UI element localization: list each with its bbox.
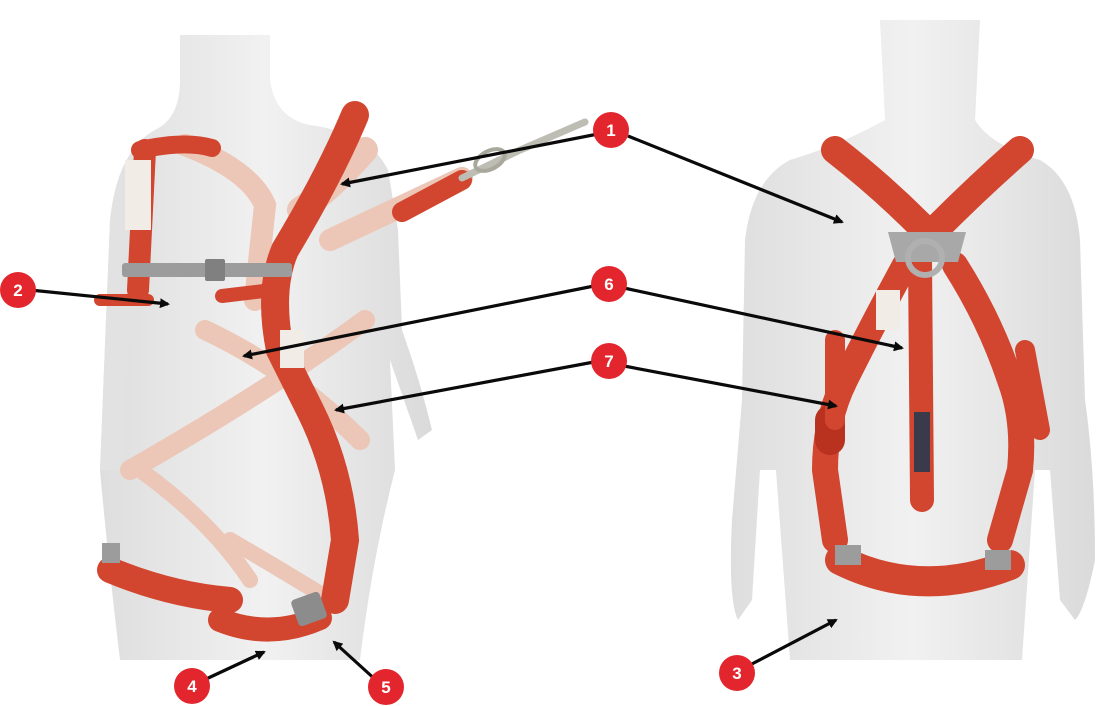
callout-label-3: 3	[732, 664, 741, 683]
back-buckle-left	[835, 545, 861, 565]
front-label	[125, 160, 151, 230]
leg-buckle-left	[102, 543, 120, 563]
callout-label-7: 7	[604, 352, 613, 371]
callout-badge-4: 4	[174, 668, 210, 704]
callout-label-6: 6	[604, 275, 613, 294]
dorsal-plate	[888, 232, 966, 262]
back-buckle-right	[985, 550, 1011, 570]
callout-label-2: 2	[13, 281, 22, 300]
chest-buckle	[205, 259, 225, 281]
callout-label-5: 5	[381, 678, 390, 697]
back-pocket	[914, 412, 930, 472]
callout-badge-3: 3	[719, 655, 755, 691]
callout-badge-2: 2	[0, 272, 36, 308]
callout-badge-1: 1	[593, 112, 629, 148]
back-label	[876, 290, 900, 330]
callout-label-1: 1	[606, 121, 615, 140]
callout-badge-5: 5	[368, 669, 404, 705]
callout-badge-6: 6	[591, 266, 627, 302]
callout-label-4: 4	[187, 677, 197, 696]
callout-badge-7: 7	[591, 343, 627, 379]
